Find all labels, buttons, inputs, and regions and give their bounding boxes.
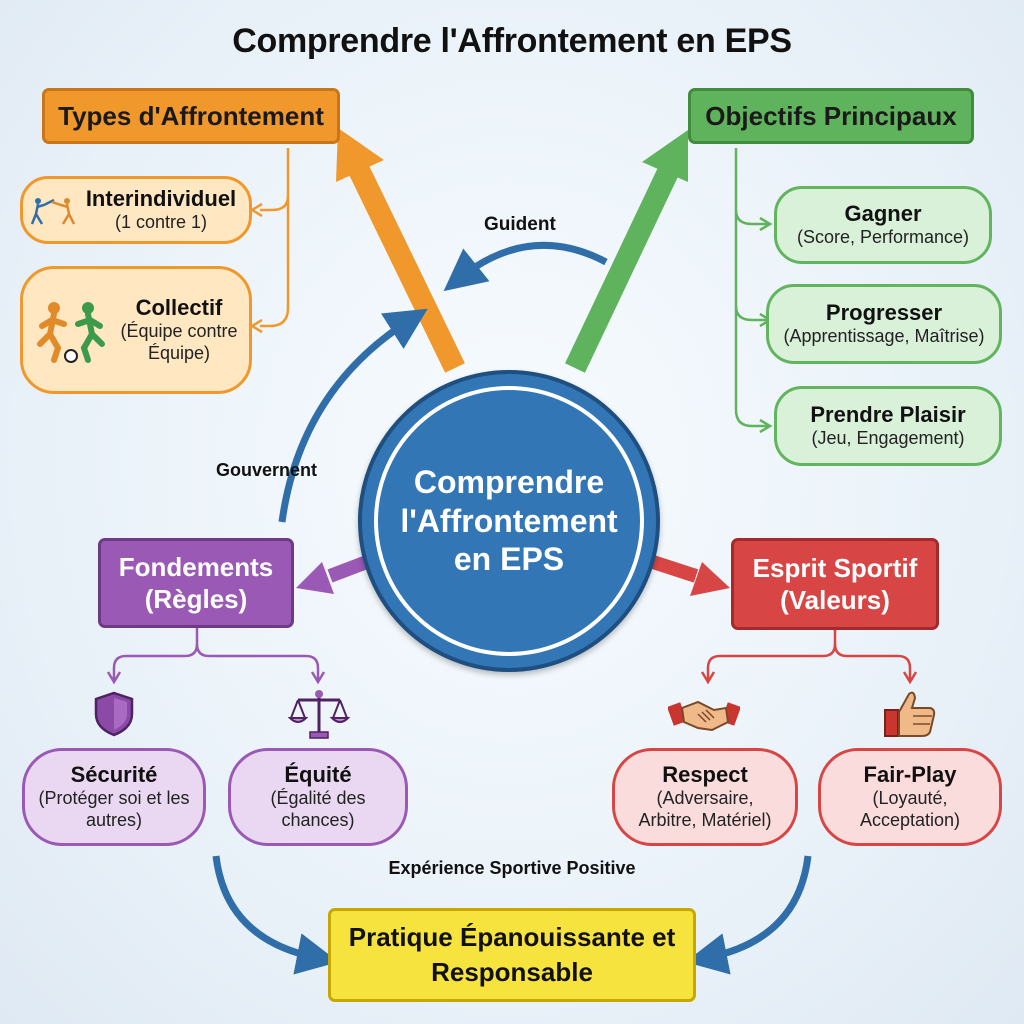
arrow-center-to-types <box>336 128 465 373</box>
types-item-collectif: Collectif (Équipe contre Équipe) <box>20 266 252 394</box>
handshake-icon <box>668 700 740 732</box>
result-arrow-right <box>685 855 812 975</box>
objectifs-item-gagner: Gagner (Score, Performance) <box>774 186 992 264</box>
item-title: Gagner <box>844 201 922 227</box>
item-title: Progresser <box>825 300 943 326</box>
result-box: Pratique Épanouissante et Responsable <box>328 908 696 1002</box>
item-title: Équité <box>284 762 352 788</box>
types-header: Types d'Affrontement <box>42 88 340 144</box>
item-title: Respect <box>662 762 748 788</box>
edge-label-gouvernent: Gouvernent <box>216 460 318 480</box>
item-title: Fair-Play <box>863 762 957 788</box>
balance-scale-icon <box>288 690 350 739</box>
objectifs-connector <box>734 148 773 434</box>
item-subtitle: (1 contre 1) <box>114 212 208 233</box>
item-title: Prendre Plaisir <box>810 402 966 428</box>
objectifs-item-plaisir: Prendre Plaisir (Jeu, Engagement) <box>774 386 1002 466</box>
item-subtitle: (Égalité des chances) <box>270 788 366 830</box>
guident-arrow <box>443 241 608 292</box>
item-title: Interindividuel <box>85 186 237 212</box>
fondements-item-equite: Équité (Égalité des chances) <box>228 748 408 846</box>
fondements-item-securite: Sécurité (Protéger soi et les autres) <box>22 748 206 846</box>
thumbs-up-icon <box>884 691 936 737</box>
esprit-item-fairplay: Fair-Play (Loyauté, Acceptation) <box>818 748 1002 846</box>
fondements-header: Fondements (Règles) <box>98 538 294 628</box>
item-subtitle: (Score, Performance) <box>796 227 970 248</box>
item-subtitle: (Protéger soi et les autres) <box>38 788 190 830</box>
types-item-interindividuel: Interindividuel (1 contre 1) <box>20 176 252 244</box>
esprit-item-respect: Respect (Adversaire, Arbitre, Matériel) <box>612 748 798 846</box>
item-subtitle: (Adversaire, Arbitre, Matériel) <box>638 788 772 830</box>
item-subtitle: (Équipe contre Équipe) <box>120 321 238 363</box>
result-arrow-left <box>212 855 339 975</box>
esprit-header: Esprit Sportif (Valeurs) <box>731 538 939 630</box>
item-title: Sécurité <box>70 762 158 788</box>
esprit-connector <box>700 630 918 685</box>
arrow-center-to-objectifs <box>565 130 688 373</box>
item-subtitle: (Jeu, Engagement) <box>811 428 965 449</box>
arrow-center-to-esprit <box>650 555 730 596</box>
item-subtitle: (Apprentissage, Maîtrise) <box>783 326 985 347</box>
fencing-icon <box>30 198 76 225</box>
team-players-icon <box>37 302 105 363</box>
shield-icon <box>94 691 134 737</box>
objectifs-header: Objectifs Principaux <box>688 88 974 144</box>
edge-label-experience: Expérience Sportive Positive <box>388 858 636 878</box>
fondements-connector <box>106 628 326 685</box>
objectifs-item-progresser: Progresser (Apprentissage, Maîtrise) <box>766 284 1002 364</box>
arrow-center-to-fondements <box>296 553 375 594</box>
page-title: Comprendre l'Affrontement en EPS <box>232 22 792 60</box>
item-subtitle: (Loyauté, Acceptation) <box>859 788 961 830</box>
edge-label-guident: Guident <box>484 214 556 235</box>
types-connector <box>249 148 290 334</box>
center-label: Comprendre l'Affrontement en EPS <box>374 386 644 656</box>
item-title: Collectif <box>135 295 223 321</box>
gouvernent-arrow <box>278 308 428 523</box>
center-node: Comprendre l'Affrontement en EPS <box>358 370 660 672</box>
